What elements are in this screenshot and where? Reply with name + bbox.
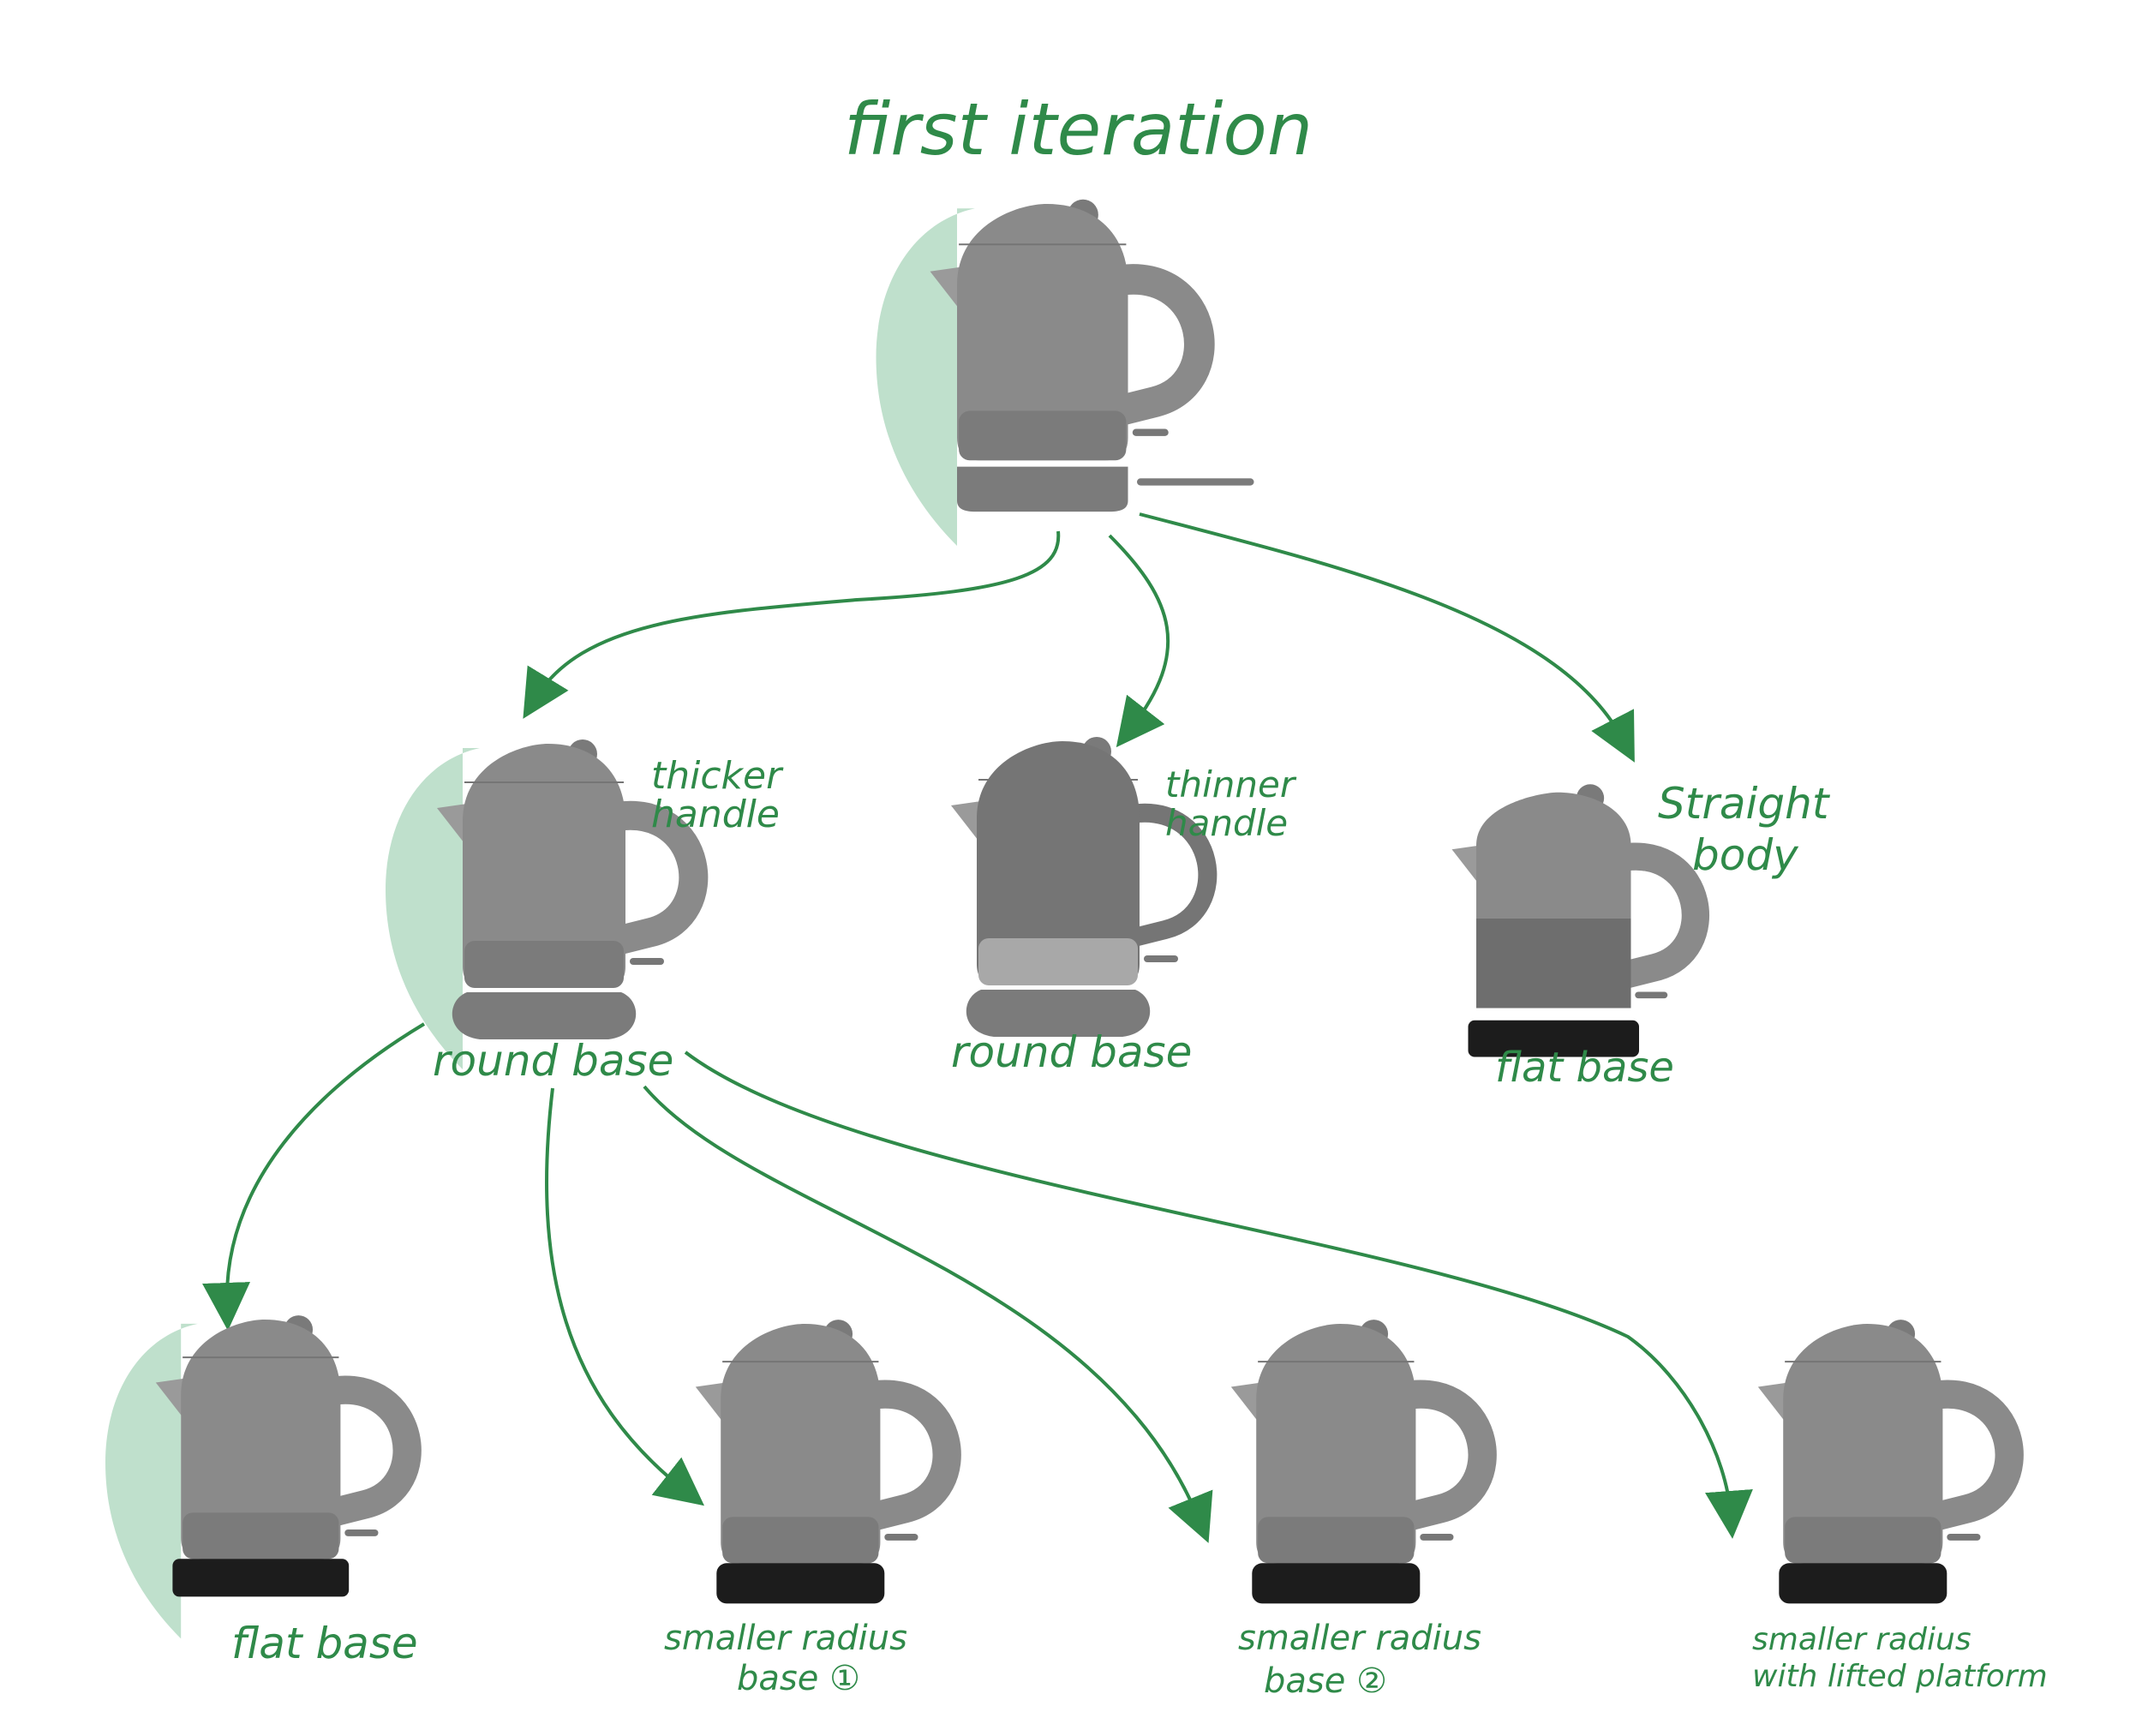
label-thicker-line1: thicker xyxy=(651,754,784,798)
label-straight-line1: Straight xyxy=(1658,779,1831,829)
label-lifted-line2: with lifted platform xyxy=(1752,1659,2048,1694)
kettles xyxy=(105,199,2024,1639)
label-thinner-line1: thinner xyxy=(1165,763,1297,805)
arrow-root-to-thicker xyxy=(523,530,1061,719)
arrow-thicker-to-small2 xyxy=(643,1085,1213,1543)
arrow-root-to-thinner xyxy=(1108,534,1170,748)
kettle-thicker-handle xyxy=(386,739,709,1069)
label-thicker-base: round base xyxy=(433,1036,673,1086)
kettle-straight-body xyxy=(1451,784,1709,1057)
title-first-iteration: first iteration xyxy=(844,87,1313,171)
arrow-thicker-to-flat xyxy=(202,1022,426,1331)
label-small1-line1: smaller radius xyxy=(664,1619,907,1658)
label-straight-line2: body xyxy=(1692,830,1799,880)
label-small2-line1: smaller radius xyxy=(1238,1619,1481,1658)
kettle-flat-base xyxy=(105,1315,422,1639)
kettle-lifted-platform xyxy=(1757,1320,2024,1604)
label-flat-base: flat base xyxy=(231,1619,418,1668)
kettle-smaller-radius-1 xyxy=(695,1320,961,1604)
label-thinner-base: round base xyxy=(951,1027,1192,1077)
arrow-thicker-to-lifted xyxy=(684,1051,1753,1539)
label-small2-line2: base ② xyxy=(1264,1661,1387,1701)
label-lifted-line1: smaller radius xyxy=(1752,1622,1971,1657)
kettle-thinner-handle xyxy=(951,737,1218,1037)
label-small1-line2: base ① xyxy=(737,1659,860,1698)
arrow-thicker-to-small1 xyxy=(545,1087,705,1506)
kettle-first-iteration xyxy=(876,199,1254,546)
arrows xyxy=(202,512,1753,1543)
arrow-root-to-straight xyxy=(1139,512,1635,763)
label-straight-base: flat base xyxy=(1495,1044,1674,1092)
kettle-smaller-radius-2 xyxy=(1230,1320,1497,1604)
label-thinner-line2: handle xyxy=(1165,802,1288,844)
label-thicker-line2: handle xyxy=(651,793,780,836)
labels: thicker handle round base thinner handle… xyxy=(231,754,2048,1701)
